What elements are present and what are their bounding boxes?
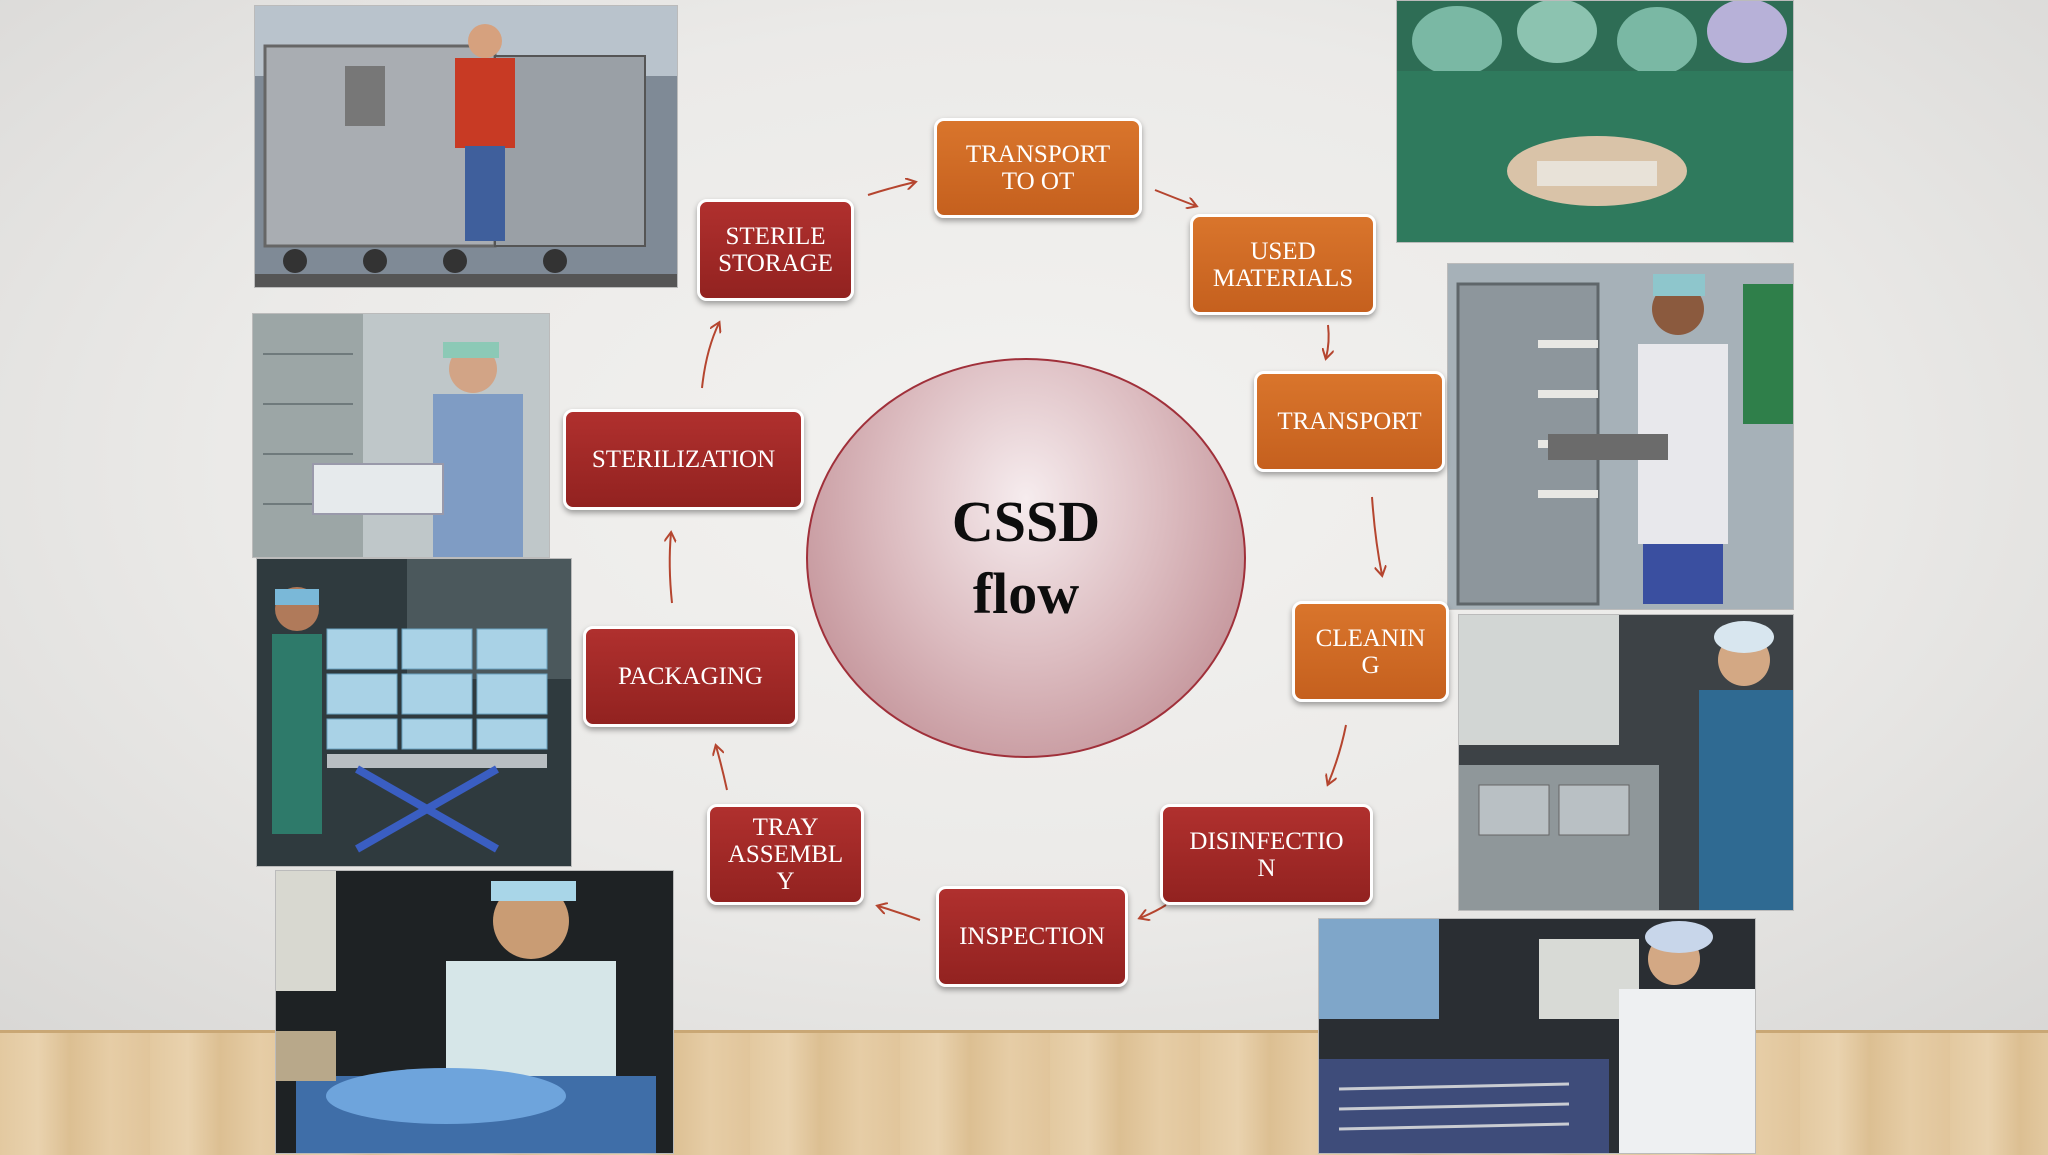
step-inspection: INSPECTION (936, 886, 1128, 987)
center-title-line1: CSSD (951, 489, 1101, 554)
step-disinfection: DISINFECTIO N (1160, 804, 1373, 905)
photo-tray-assembly-worker (275, 870, 674, 1154)
photo-packaging-trolley (256, 558, 572, 867)
step-transport-to-ot: TRANSPORT TO OT (934, 118, 1142, 218)
photo-transport-worker (1447, 263, 1794, 610)
photo-sterilization-worker (252, 313, 550, 558)
step-transport: TRANSPORT (1254, 371, 1445, 472)
step-sterile-storage: STERILE STORAGE (697, 199, 854, 301)
photo-operating-theatre (1396, 0, 1794, 243)
step-sterilization: STERILIZATION (563, 409, 804, 510)
photo-transport-trolley (254, 5, 678, 288)
step-used-materials: USED MATERIALS (1190, 214, 1376, 315)
cssd-flow-center: CSSD flow (806, 358, 1246, 758)
step-tray-assembly: TRAY ASSEMBL Y (707, 804, 864, 905)
photo-inspection-worker (1318, 918, 1756, 1154)
step-packaging: PACKAGING (583, 626, 798, 727)
step-cleaning: CLEANIN G (1292, 601, 1449, 702)
photo-cleaning-worker (1458, 614, 1794, 911)
center-title-line2: flow (972, 561, 1080, 626)
